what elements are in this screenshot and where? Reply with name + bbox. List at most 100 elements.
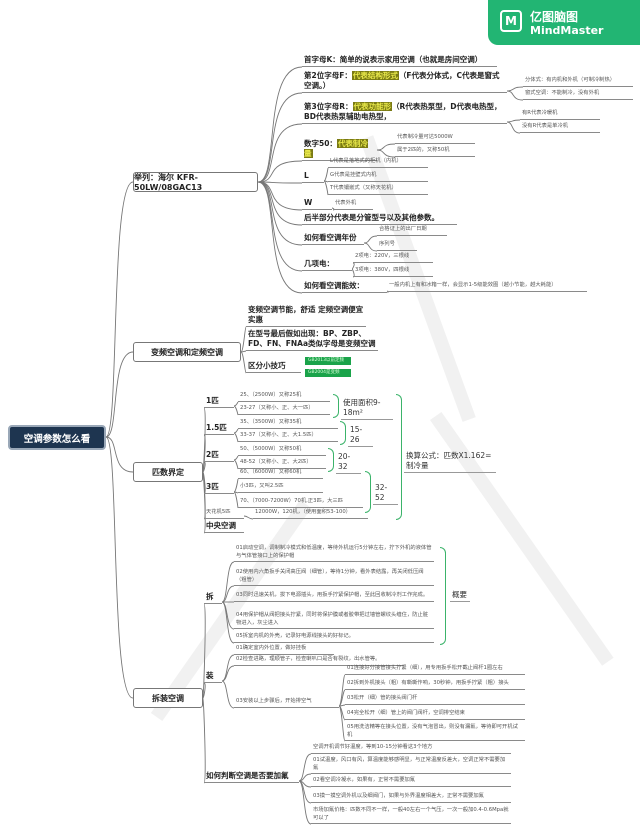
node-eff[interactable]: 如何看空调能效： (302, 281, 387, 293)
node-phase[interactable]: 几项电： (302, 259, 352, 271)
node-3p-a[interactable]: 60、（6000W）又称60机 (238, 469, 323, 479)
node-15p[interactable]: 1.5匹 (204, 423, 234, 435)
node-1p-b[interactable]: 23-27（又称小、正、大一匹） (238, 405, 330, 415)
node-cool-only[interactable]: 没有R代表是单冷机 (520, 123, 600, 133)
node-freon[interactable]: 如何判断空调是否要加氟 (204, 771, 299, 783)
mindmaster-logo-icon: M (500, 10, 522, 32)
connector (506, 90, 524, 101)
connector (221, 585, 235, 603)
branch-inverter[interactable]: 变频空调和定频空调 (133, 342, 241, 362)
freon-5[interactable]: 市场加氟价格：匹数不同不一样，一般40左右一个气压，一次一般加0.4-0.6Mp… (311, 807, 511, 824)
node-5p-detail[interactable]: 12000W，120机，（使用面积53-100） (253, 509, 368, 519)
branch-example[interactable]: 举列：海尔 KFR-50LW/08GAC13 (133, 172, 258, 192)
node-15p-a[interactable]: 35、（3500W）又称35机 (238, 419, 338, 429)
node-inv-3[interactable]: 区分小技巧 (246, 361, 301, 373)
tag-inverter: GB2004是变频 (305, 369, 351, 377)
connector (506, 86, 524, 92)
node-2p[interactable]: 2匹 (204, 450, 234, 462)
branch-horsepower[interactable]: 匹数界定 (133, 462, 203, 482)
step-air-2[interactable]: 02拆到外机接头（粗）有嘶嘶作响，30秒钟，用扳手拧紧（粗）接头 (345, 680, 525, 690)
node-l-c[interactable]: T代表镶嵌式（又称天花机） (328, 185, 428, 195)
node-heatpump[interactable]: 有R代表冷暖机 (520, 110, 600, 120)
node-f-a: 第2位字母F： (304, 71, 352, 80)
connector (221, 680, 235, 709)
branch-install[interactable]: 拆装空调 (133, 688, 203, 708)
node-phase-b[interactable]: 3项电：380V，四根线 (353, 267, 433, 277)
step-air-5[interactable]: 05用洗洁精等在接头位置，没有气泡冒出，则没有漏氟，等待即可开机试机 (345, 724, 525, 741)
connector (202, 603, 206, 699)
node-split[interactable]: 分体式：有内机和外机（可制冷制热） (523, 77, 633, 87)
step-remove-2[interactable]: 02使用内六角扳手关闭高压阀（细管），等待1分钟，看外表结露，再关闭低压阀（粗管… (234, 569, 434, 586)
connector (257, 66, 303, 183)
connector (506, 119, 521, 123)
node-1p-a[interactable]: 25、（2500W）又称25机 (238, 392, 330, 402)
node-5p[interactable]: 天花机5匹 (204, 509, 244, 519)
node-inv-1[interactable]: 变频空调节能，舒适 定频空调便宜实惠 (246, 305, 366, 327)
connector (351, 268, 355, 278)
logo-title: 亿图脑图 (530, 10, 579, 24)
step-mount-3[interactable]: 03安装以上步骤后，开始排空气 (234, 698, 339, 708)
node-central[interactable]: 中央空调 (204, 521, 244, 533)
node-3p[interactable]: 3匹 (204, 482, 234, 494)
node-2p-a[interactable]: 50、（5000W）又称50机 (238, 446, 326, 456)
node-window[interactable]: 窗式空调：不能制冷，没有外机 (523, 90, 633, 100)
freon-4[interactable]: 03摸一摸空调外机以及细阀门，如果与外界温度相差大，正常不需要加氟 (311, 793, 511, 803)
summary[interactable]: 概要 (450, 590, 470, 602)
node-50[interactable]: 数字50：代表制冷量 (302, 139, 377, 161)
step-mount-2[interactable]: 02检查进路，理顺管子，检查喇叭口是否有裂纹，出水管等。 (234, 656, 404, 666)
bracket (365, 471, 371, 513)
node-year-a[interactable]: 合格证上的出厂日期 (377, 226, 447, 236)
node-eff-a[interactable]: 一般内机上有和冰箱一样，会显示1-5级能效图（越小节能，越大耗能） (387, 282, 587, 292)
node-50-a[interactable]: 代表制冷量可达5000W (395, 134, 475, 144)
step-remove-5[interactable]: 05拆室内机的外壳，记录好电源线接头的好标记。 (234, 633, 434, 643)
node-3p-c[interactable]: 70、（7000-7200W）70机,正3匹，大三匹 (238, 498, 363, 508)
step-remove-1[interactable]: 01启动空调，调制制冷模式和低温度，等待外机运行5分钟左右，拧下外机的液体管与气… (234, 545, 434, 562)
node-l-a[interactable]: L代表是落地式的柜机（内机） (328, 158, 428, 168)
step-air-3[interactable]: 03松开（细）管的接头阀门杆 (345, 695, 525, 705)
node-50-a: 数字50： (304, 139, 337, 148)
mindmaster-logo: M 亿图脑图 MindMaster (488, 0, 640, 45)
step-remove-3[interactable]: 03同时迅速关机，拔下电源插头，用扳手拧紧保护帽，至此回收制冷剂工作完成。 (234, 592, 434, 602)
area-2p[interactable]: 20-32 (336, 452, 361, 474)
area-15p[interactable]: 15-26 (348, 425, 373, 447)
connector (221, 665, 235, 682)
area-3p[interactable]: 32-52 (373, 483, 398, 505)
node-after[interactable]: 后半部分代表是分管型号以及其他参数。 (302, 213, 457, 225)
node-f[interactable]: 第2位字母F：代表结构形式（F代表分体式，C代表是窗式空调。） (302, 71, 507, 93)
node-3p-b[interactable]: 小3匹，又叫2.5匹 (238, 483, 323, 493)
connector (257, 92, 303, 183)
connector (257, 181, 303, 294)
node-l-b[interactable]: G代表是挂壁式内机 (328, 172, 428, 182)
node-remove[interactable]: 拆 (204, 592, 222, 604)
node-w-a[interactable]: 代表外机 (333, 200, 373, 210)
formula[interactable]: 换算公式：匹数X1.162=制冷量 (404, 451, 496, 473)
node-15p-b[interactable]: 33-37（又称小、正、大1.5匹） (238, 432, 338, 442)
node-50-b[interactable]: 属于2匹的，又称50机 (395, 147, 475, 157)
connector (257, 160, 303, 183)
node-mount[interactable]: 装 (204, 671, 222, 683)
connector (105, 181, 134, 438)
connector (298, 780, 312, 825)
root-topic[interactable]: 空调参数怎么看 (8, 425, 106, 450)
step-mount-1[interactable]: 01确定室内外位置，做好挂板 (234, 645, 334, 655)
node-year-b[interactable]: 序列号 (377, 241, 417, 251)
freon-3[interactable]: 02看空调冷凝水，如果有，正常不需要加氟 (311, 777, 511, 787)
node-2p-b[interactable]: 48-52（又称小、正、大2匹） (238, 459, 326, 469)
step-remove-4[interactable]: 04用保护帽从阀把接头拧紧，同时将保护膜或者胶带把过墙管螺纹头缠住，防止脏物进入… (234, 612, 434, 629)
node-1p[interactable]: 1匹 (204, 396, 234, 408)
node-inv-2[interactable]: 在型号最后假如出现：BP、ZBP、FD、FN、FNAa类似字母是变频空调 (246, 329, 378, 351)
node-phase-a[interactable]: 2项电：220V，三根线 (353, 253, 433, 263)
connector (105, 436, 134, 699)
node-year[interactable]: 如何看空调年份 (302, 233, 364, 245)
node-l[interactable]: L (302, 171, 324, 183)
step-air-4[interactable]: 04完全松开（细）管上的阀门阀杆，空调排空结束 (345, 710, 525, 720)
connector (257, 181, 303, 272)
area-1p[interactable]: 使用面积9-18m² (341, 398, 393, 420)
connector (202, 471, 206, 534)
node-w[interactable]: W (302, 198, 332, 210)
node-r[interactable]: 第3位字母R：代表功能形（R代表热泵型，D代表电热型，BD代表热泵辅助电热型， (302, 102, 507, 124)
step-air-1[interactable]: 01连接好分接管接头拧紧（细），用专用扳手松开截止阀杆1圈左右 (345, 665, 525, 675)
freon-2[interactable]: 01试温度，风口有风，算温度能够感明显，与正常温度反差大，空调正常不需要加氟 (311, 757, 511, 774)
freon-1[interactable]: 空调开机调节好温度，等到10-15分钟看这3个地方 (311, 744, 511, 754)
node-k[interactable]: 首字母K：简单的说表示家用空调（也就是房间空调） (302, 55, 497, 67)
